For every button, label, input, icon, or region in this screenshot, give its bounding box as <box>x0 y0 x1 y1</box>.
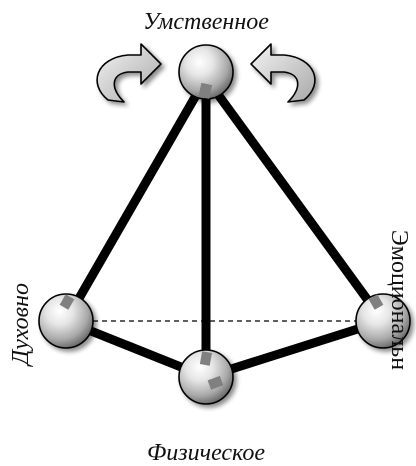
edge-top-right <box>206 78 383 321</box>
label-top: Умственное <box>143 9 269 35</box>
rotate-right-arrow-icon <box>251 44 315 102</box>
node-top <box>179 45 233 99</box>
node-left <box>39 294 93 348</box>
rotate-left-arrow-icon <box>97 44 161 102</box>
edge-right-bottom <box>206 321 383 377</box>
label-right: Эмоциональн <box>386 230 412 370</box>
edges <box>66 78 383 377</box>
label-bottom: Физическое <box>147 440 265 466</box>
label-left: Духовно <box>8 283 34 367</box>
node-bottom <box>179 350 233 404</box>
edge-top-left <box>66 78 206 321</box>
